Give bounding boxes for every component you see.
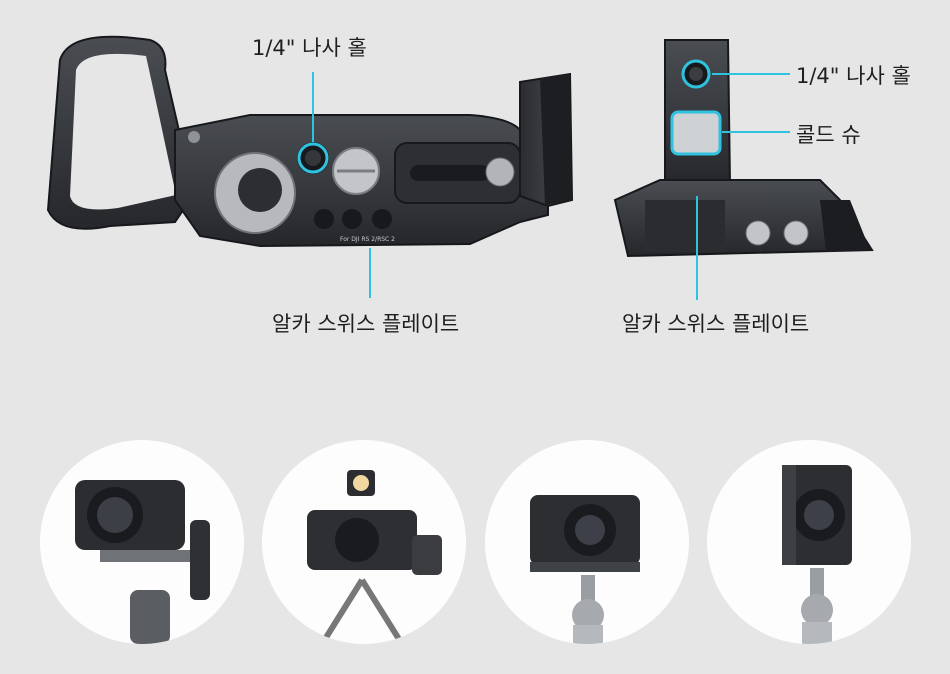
horizontal-tripod-scene (485, 440, 689, 644)
plate-top-view: For DJI RS 2/RSC 2 (46, 35, 574, 298)
label-left-screw-hole: 1/4" 나사 홀 (252, 36, 367, 60)
label-right-screw-hole: 1/4" 나사 홀 (796, 64, 911, 88)
plate-side-view (613, 39, 874, 300)
label-left-arca-plate: 알카 스위스 플레이트 (272, 312, 460, 336)
vertical-tripod-scene (707, 440, 911, 644)
engraving-text: For DJI RS 2/RSC 2 (340, 236, 395, 243)
label-right-arca-plate: 알카 스위스 플레이트 (622, 312, 810, 336)
label-cold-shoe: 콜드 슈 (796, 123, 861, 147)
light-and-mic-scene (262, 440, 466, 644)
gimbal-scene (40, 440, 244, 644)
